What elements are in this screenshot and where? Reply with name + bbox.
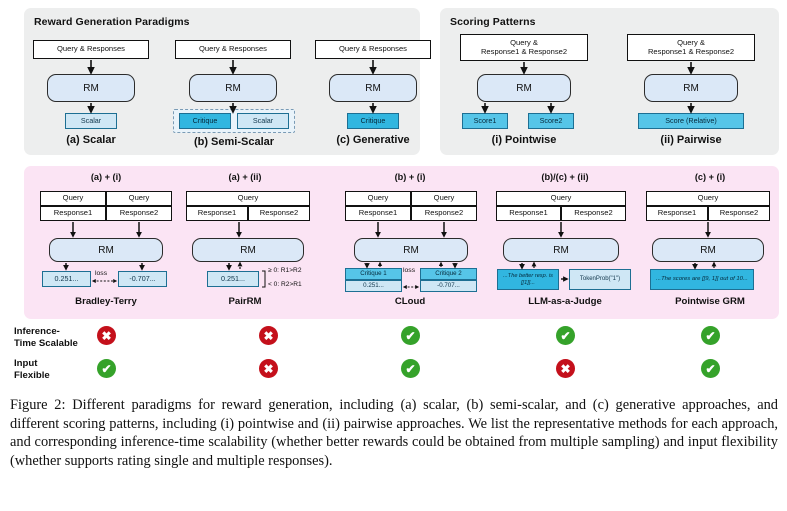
cloud-query-2: Query [411,191,477,206]
llm-judge-rm-box: RM [503,238,619,262]
mark-input-pairrm: ✖ [259,359,278,378]
llm-judge-name: LLM-as-a-Judge [528,296,602,307]
figure-caption: Figure 2: Different paradigms for reward… [10,397,778,470]
generative-output-critique: Critique [347,113,399,129]
cloud-output-scalar-1: 0.251... [345,280,402,292]
scalar-input-box: Query & Responses [33,40,149,59]
row-label-input-line2: Flexible [14,369,50,381]
pointwise-input-box: Query & Response1 & Response2 [460,34,588,61]
bradley-terry-output-2: -0.707... [118,271,167,287]
cloud-output-critique-2: Critique 2 [420,268,477,280]
mark-inference-pairrm: ✖ [259,326,278,345]
llm-judge-response-1: Response1 [496,206,561,221]
mark-input-llm-judge: ✖ [556,359,575,378]
row-label-input-line1: Input [14,358,38,369]
pointwise-rm-box: RM [477,74,571,102]
mark-input-cloud: ✔ [401,359,420,378]
cloud-response-1: Response1 [345,206,411,221]
pointwise-grm-name: Pointwise GRM [675,296,745,307]
pairwise-caption: (ii) Pairwise [660,134,722,146]
pairrm-rm-box: RM [192,238,304,262]
row-label-inference-time-scalable: Inference- Time Scalable [14,326,78,349]
bradley-terry-combo: (a) + (i) [90,172,122,182]
reward-generation-title: Reward Generation Paradigms [34,16,190,28]
pairrm-rule-2: < 0: R2>R1 [268,281,302,288]
llm-judge-combo: (b)/(c) + (ii) [541,172,589,182]
pairwise-input-line2: Response1 & Response2 [647,46,735,56]
scalar-caption: (a) Scalar [66,134,116,146]
row-label-inference-line2: Time Scalable [14,337,78,349]
semi-scalar-input-box: Query & Responses [175,40,291,59]
bradley-terry-rm-box: RM [49,238,163,262]
bradley-terry-response-1: Response1 [40,206,106,221]
cloud-query-1: Query [345,191,411,206]
pairrm-response-1: Response1 [186,206,248,221]
pointwise-grm-response-1: Response1 [646,206,708,221]
pointwise-grm-query: Query [646,191,770,206]
pairwise-output-score-relative: Score (Relative) [638,113,744,129]
pairrm-output-score: 0.251... [207,271,259,287]
bradley-terry-output-1: 0.251... [42,271,91,287]
pointwise-input-line1: Query & [510,38,538,47]
pointwise-input-line2: Response1 & Response2 [480,46,568,56]
pointwise-output-score1: Score1 [462,113,508,129]
bradley-terry-name: Bradley-Terry [75,296,137,307]
generative-caption: (c) Generative [336,134,410,146]
mark-inference-pointwise-grm: ✔ [701,326,720,345]
scalar-rm-box: RM [47,74,135,102]
generative-input-box: Query & Responses [315,40,431,59]
pairwise-rm-box: RM [644,74,738,102]
pointwise-grm-response-2: Response2 [708,206,770,221]
cloud-response-2: Response2 [411,206,477,221]
row-label-input-flexible: Input Flexible [14,358,50,381]
mark-inference-cloud: ✔ [401,326,420,345]
llm-judge-output-tokenprob: TokenProb("1") [569,269,631,290]
pointwise-output-score2: Score2 [528,113,574,129]
pairrm-response-2: Response2 [248,206,310,221]
semi-scalar-rm-box: RM [189,74,277,102]
mark-inference-bradley-terry: ✖ [97,326,116,345]
row-label-inference-line1: Inference- [14,326,60,337]
bradley-terry-loss-label: loss [95,270,108,277]
mark-input-pointwise-grm: ✔ [701,359,720,378]
pointwise-grm-output-text: ...The scores are [[9, 1]] out of 10... [650,269,754,290]
cloud-output-critique-1: Critique 1 [345,268,402,280]
semi-scalar-output-scalar: Scalar [237,113,289,129]
semi-scalar-caption: (b) Semi-Scalar [193,136,275,148]
cloud-name: CLoud [394,296,426,307]
cloud-combo: (b) + (i) [394,172,426,182]
semi-scalar-output-critique: Critique [179,113,231,129]
pairrm-rule-1: ≥ 0: R1>R2 [268,267,302,274]
llm-judge-query: Query [496,191,626,206]
pairwise-input-box: Query & Response1 & Response2 [627,34,755,61]
bradley-terry-response-2: Response2 [106,206,172,221]
bradley-terry-query-2: Query [106,191,172,206]
pairrm-combo: (a) + (ii) [228,172,262,182]
scalar-output-scalar: Scalar [65,113,117,129]
generative-rm-box: RM [329,74,417,102]
llm-judge-output-text: ...The better resp. is [[1]]... [497,269,559,290]
scoring-patterns-title: Scoring Patterns [450,16,536,28]
pairrm-query: Query [186,191,310,206]
pointwise-grm-combo: (c) + (i) [694,172,726,182]
bradley-terry-query-1: Query [40,191,106,206]
cloud-output-scalar-2: -0.707... [420,280,477,292]
pointwise-grm-rm-box: RM [652,238,764,262]
cloud-loss-label: loss [403,267,416,274]
mark-inference-llm-judge: ✔ [556,326,575,345]
mark-input-bradley-terry: ✔ [97,359,116,378]
pairrm-name: PairRM [228,296,262,307]
pairwise-input-line1: Query & [677,38,705,47]
llm-judge-response-2: Response2 [561,206,626,221]
cloud-rm-box: RM [354,238,468,262]
pointwise-caption: (i) Pointwise [491,134,557,146]
